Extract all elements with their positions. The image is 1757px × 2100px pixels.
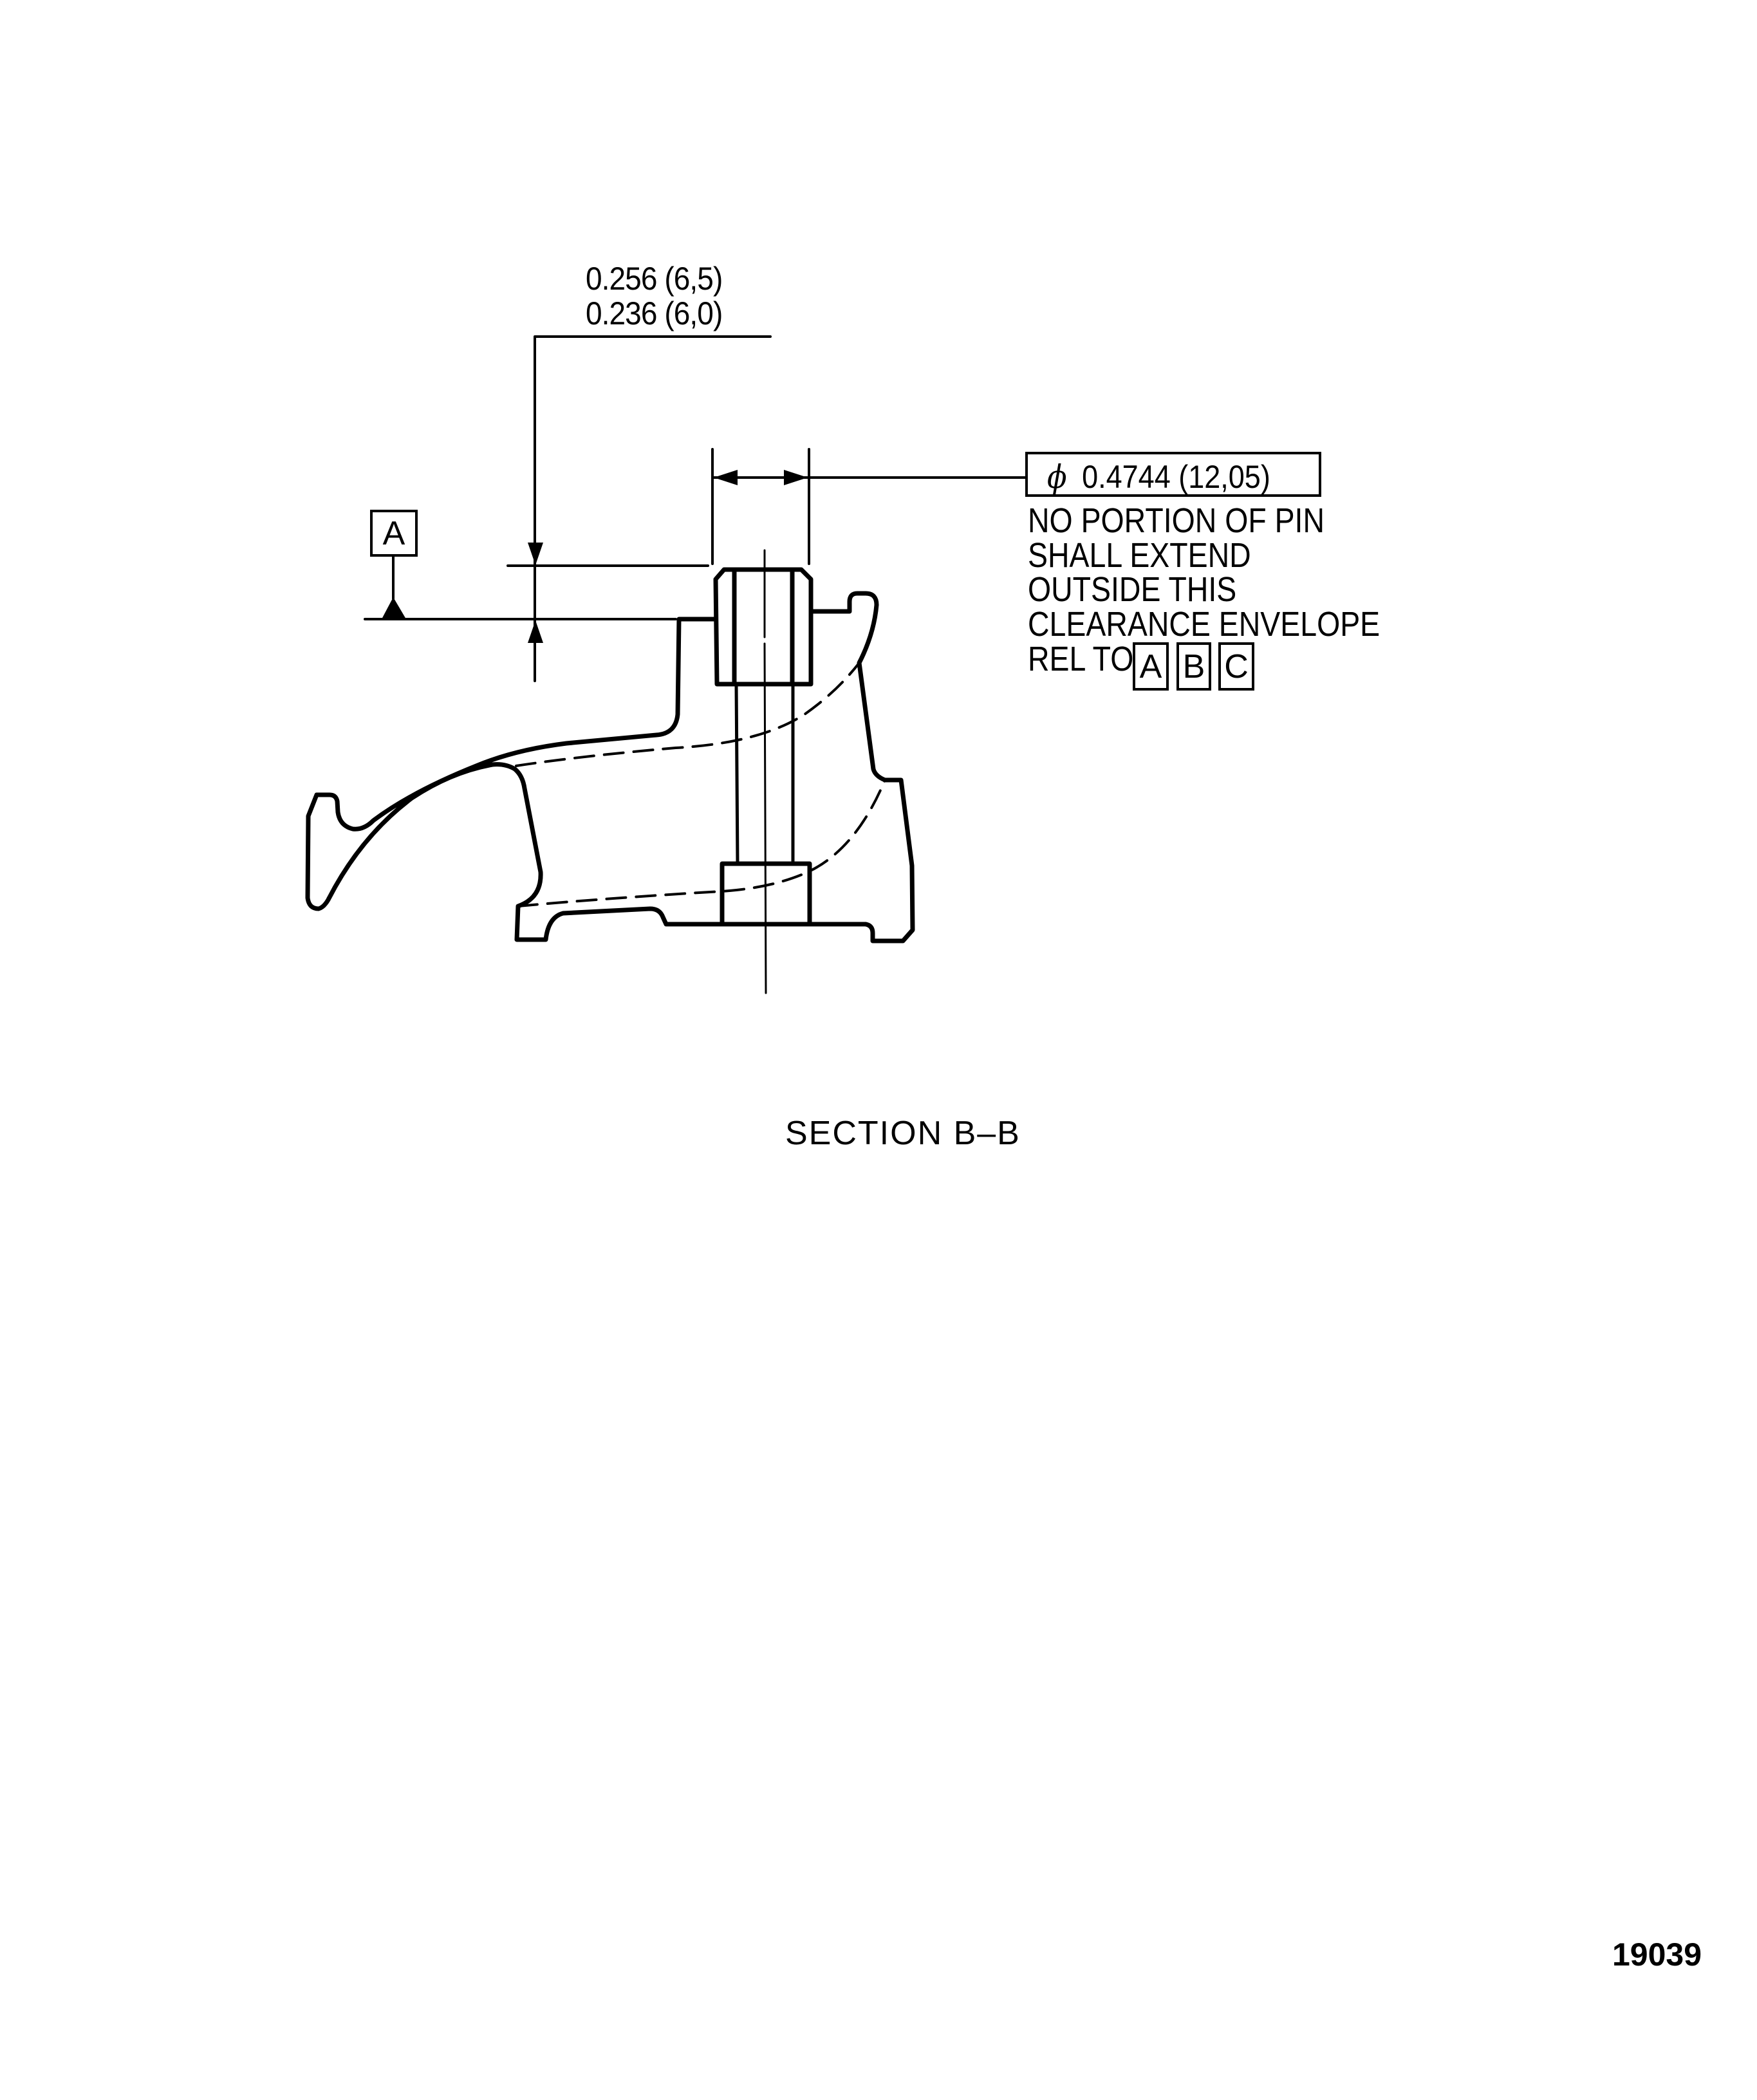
- datum-ref-c: C: [1218, 642, 1254, 691]
- dimension-max: 0.256 (6,5): [586, 261, 723, 297]
- diameter-icon: ϕ: [1047, 458, 1067, 496]
- datum-triangle-icon: [382, 597, 406, 619]
- section-title: SECTION B–B: [785, 1115, 1021, 1152]
- note-line-1: NO PORTION OF PIN: [1028, 501, 1325, 540]
- centerline: [763, 549, 767, 994]
- arrow-left-icon: [714, 470, 738, 485]
- datum-ref-a: A: [1133, 642, 1169, 691]
- thickness-dimension: [507, 335, 772, 682]
- note-line-2: SHALL EXTEND: [1028, 536, 1251, 575]
- dimension-min: 0.236 (6,0): [586, 295, 723, 331]
- hidden-lines: [515, 662, 886, 907]
- pin-width-dimension: [711, 448, 1027, 565]
- diameter-value: 0.4744 (12,05): [1082, 459, 1270, 495]
- feature-control-frame: ϕ 0.4744 (12,05): [1025, 452, 1321, 497]
- pin-shank: [734, 682, 795, 866]
- arrow-up-icon: [528, 620, 543, 643]
- note-line-3: OUTSIDE THIS: [1028, 570, 1237, 609]
- datum-a-symbol: [364, 555, 677, 620]
- datum-ref-b: B: [1176, 642, 1211, 691]
- note-line-5: REL TO: [1028, 640, 1134, 678]
- pin-head: [713, 567, 813, 687]
- arrow-right-icon: [784, 470, 808, 485]
- casting-outline: [305, 591, 915, 943]
- figure-number: 19039: [1612, 1937, 1702, 1973]
- note-line-4: CLEARANCE ENVELOPE: [1028, 605, 1380, 644]
- datum-a-label: A: [370, 510, 418, 557]
- arrow-down-icon: [528, 543, 543, 565]
